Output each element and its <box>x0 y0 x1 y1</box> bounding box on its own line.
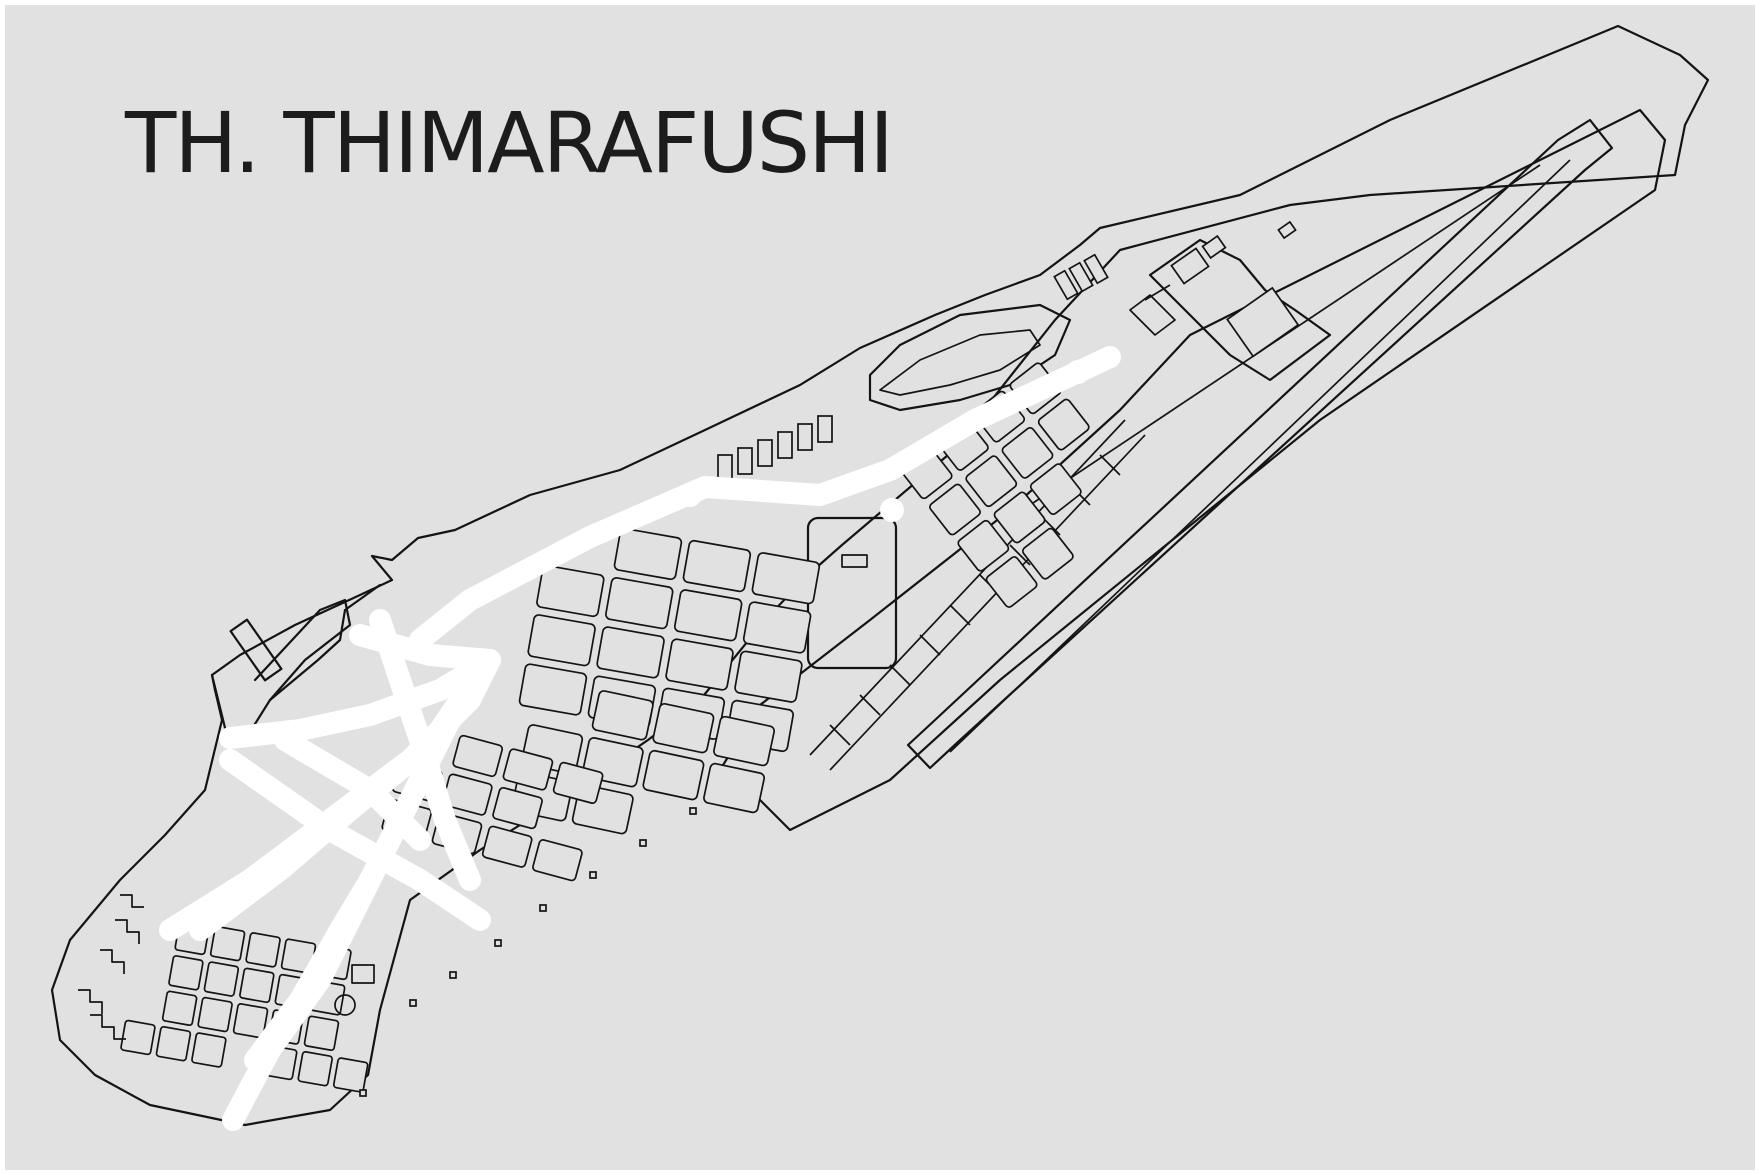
mosque <box>351 964 375 984</box>
warehouse <box>1226 286 1300 358</box>
port-building <box>1201 234 1227 260</box>
port-building <box>1170 247 1210 285</box>
pier <box>229 618 283 682</box>
port-jetty <box>1129 284 1176 336</box>
coastal-markers <box>359 807 697 1097</box>
roundabout <box>334 994 356 1016</box>
lagoon-inner <box>879 329 1041 396</box>
runway <box>906 118 1614 770</box>
north-houses <box>717 253 1109 482</box>
map-title: TH. THIMARAFUSHI <box>125 94 894 192</box>
port-building <box>1277 220 1297 240</box>
harbour-breakwater <box>253 598 352 702</box>
town-blocks <box>78 362 1090 1093</box>
coastal-houses <box>78 894 144 1040</box>
sports-field <box>806 516 898 670</box>
highlighted-roads <box>159 346 1121 1131</box>
pavilion <box>841 554 868 568</box>
lagoon <box>868 303 1072 412</box>
